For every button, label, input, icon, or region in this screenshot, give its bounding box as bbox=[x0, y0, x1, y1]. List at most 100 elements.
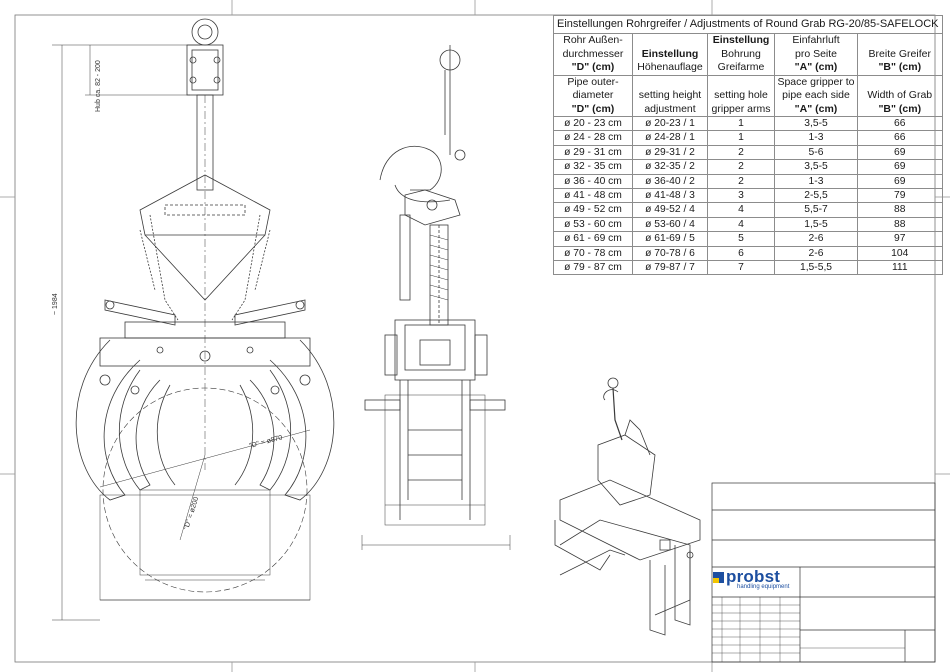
logo-mark-accent-icon bbox=[713, 578, 719, 583]
table-cell: 97 bbox=[857, 231, 943, 247]
header-de-width: Breite Greifer "B" (cm) bbox=[857, 33, 943, 76]
adjustment-table: Einstellungen Rohrgreifer / Adjustments … bbox=[553, 15, 943, 276]
header-line: setting height bbox=[638, 89, 702, 101]
header-line: "D" (cm) bbox=[571, 61, 615, 73]
header-row-de: Rohr Außen- durchmesser "D" (cm) Einstel… bbox=[553, 33, 943, 76]
header-line: Einstellung bbox=[712, 34, 770, 46]
table-cell: 69 bbox=[857, 159, 943, 175]
header-line: "D" (cm) bbox=[571, 102, 615, 115]
table-cell: ø 70-78 / 6 bbox=[632, 245, 708, 262]
table-cell: 79 bbox=[857, 188, 943, 204]
header-line: Rohr Außen- bbox=[563, 34, 623, 46]
table-cell: ø 24-28 / 1 bbox=[632, 130, 708, 146]
table-cell: ø 32 - 35 cm bbox=[553, 159, 633, 175]
table-cell: 7 bbox=[707, 260, 775, 276]
header-line: diameter bbox=[572, 89, 614, 101]
height-dimension-label: ~ 1984 bbox=[52, 293, 59, 315]
logo-tagline: handling equipment bbox=[737, 584, 790, 590]
header-row-en: Pipe outer- diameter "D" (cm) setting he… bbox=[553, 74, 943, 117]
table-cell: 66 bbox=[857, 115, 943, 132]
table-cell: 4 bbox=[707, 216, 775, 233]
header-line: pipe each side bbox=[782, 89, 850, 101]
header-line: Breite Greifer bbox=[868, 47, 931, 60]
table-cell: 5 bbox=[707, 231, 775, 247]
table-cell: 104 bbox=[857, 245, 943, 262]
header-line: Greifarme bbox=[717, 61, 765, 73]
header-line: Einstellung bbox=[641, 47, 699, 60]
table-cell: 1-3 bbox=[774, 130, 858, 146]
header-de-height: Einstellung Höhenauflage bbox=[632, 33, 708, 76]
header-en-hole: setting hole gripper arms bbox=[707, 74, 775, 117]
header-line: adjustment bbox=[644, 102, 696, 115]
table-cell: 4 bbox=[707, 202, 775, 218]
table-cell: ø 61-69 / 5 bbox=[632, 231, 708, 247]
table-cell: ø 70 - 78 cm bbox=[553, 245, 633, 262]
header-line: "A" (cm) bbox=[794, 61, 838, 73]
table-cell: 69 bbox=[857, 144, 943, 161]
table-cell: 5,5-7 bbox=[774, 202, 858, 218]
table-cell: 2 bbox=[707, 144, 775, 161]
table-cell: 111 bbox=[857, 260, 943, 276]
header-en-width: Width of Grab "B" (cm) bbox=[857, 74, 943, 117]
table-cell: 2 bbox=[707, 159, 775, 175]
table-cell: ø 36 - 40 cm bbox=[553, 173, 633, 190]
header-de-hole: Einstellung Bohrung Greifarme bbox=[707, 33, 775, 76]
header-line: Einfahrluft bbox=[792, 34, 840, 46]
table-cell: ø 29 - 31 cm bbox=[553, 144, 633, 161]
table-cell: 1-3 bbox=[774, 173, 858, 190]
table-cell: 69 bbox=[857, 173, 943, 190]
header-line: Bohrung bbox=[721, 47, 761, 60]
header-line: pro Seite bbox=[794, 47, 838, 60]
table-cell: 2-6 bbox=[774, 245, 858, 262]
header-line: Höhenauflage bbox=[637, 61, 703, 73]
table-cell: 2 bbox=[707, 173, 775, 190]
table-cell: 88 bbox=[857, 202, 943, 218]
header-line: "A" (cm) bbox=[794, 102, 838, 115]
outer-diameter-label: "D" = ø870 bbox=[249, 434, 284, 450]
header-line: Space gripper to bbox=[777, 75, 855, 88]
table-cell: ø 53 - 60 cm bbox=[553, 216, 633, 233]
header-line: Pipe outer- bbox=[567, 75, 619, 88]
table-cell: ø 41-48 / 3 bbox=[632, 188, 708, 204]
header-line: "B" (cm) bbox=[878, 61, 922, 73]
side-view bbox=[361, 45, 511, 550]
table-cell: 3 bbox=[707, 188, 775, 204]
table-cell: ø 49 - 52 cm bbox=[553, 202, 633, 218]
table-title: Einstellungen Rohrgreifer / Adjustments … bbox=[553, 15, 943, 34]
header-de-space: Einfahrluft pro Seite "A" (cm) bbox=[774, 33, 858, 76]
header-en-space: Space gripper to pipe each side "A" (cm) bbox=[774, 74, 858, 117]
table-cell: ø 61 - 69 cm bbox=[553, 231, 633, 247]
title-block bbox=[711, 482, 936, 663]
table-cell: 3,5-5 bbox=[774, 115, 858, 132]
logo-mark-icon bbox=[713, 572, 724, 583]
table-cell: 3,5-5 bbox=[774, 159, 858, 175]
table-cell: 5-6 bbox=[774, 144, 858, 161]
table-cell: 1,5-5,5 bbox=[774, 260, 858, 276]
header-de-pipe-diameter: Rohr Außen- durchmesser "D" (cm) bbox=[553, 33, 633, 76]
table-cell: ø 24 - 28 cm bbox=[553, 130, 633, 146]
stroke-dimension-label: Hub ca. 82 - 200 bbox=[95, 60, 102, 112]
table-cell: ø 20-23 / 1 bbox=[632, 115, 708, 132]
table-cell: 1 bbox=[707, 115, 775, 132]
inner-diameter-label: "D" = ø200 bbox=[183, 496, 200, 531]
header-line: Width of Grab bbox=[867, 89, 933, 101]
front-view bbox=[52, 18, 335, 621]
header-en-pipe-diameter: Pipe outer- diameter "D" (cm) bbox=[553, 74, 633, 117]
table-cell: ø 29-31 / 2 bbox=[632, 144, 708, 161]
table-cell: ø 79-87 / 7 bbox=[632, 260, 708, 276]
isometric-view bbox=[554, 377, 701, 636]
table-cell: ø 41 - 48 cm bbox=[553, 188, 633, 204]
logo-wordmark: probst bbox=[726, 567, 781, 586]
table-cell: 1 bbox=[707, 130, 775, 146]
table-cell: ø 79 - 87 cm bbox=[553, 260, 633, 276]
table-cell: 2-6 bbox=[774, 231, 858, 247]
